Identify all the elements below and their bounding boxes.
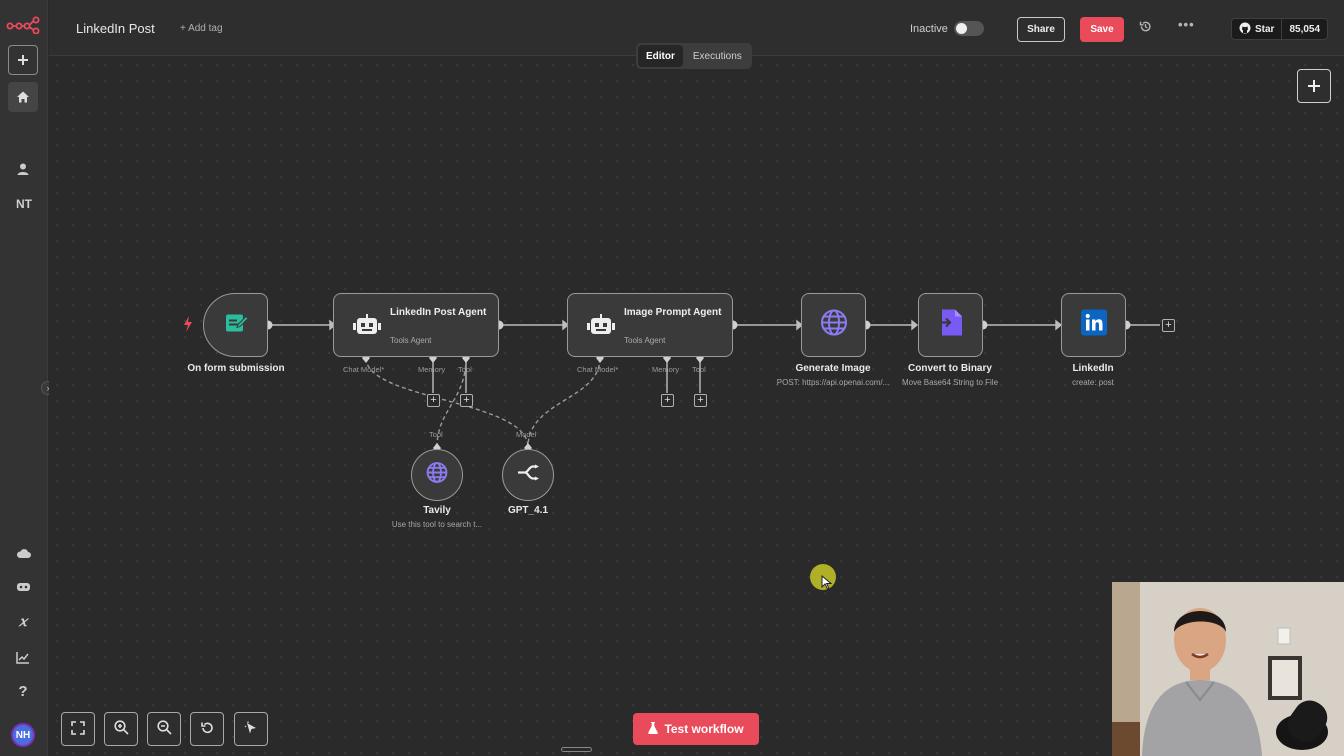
port-label-tool: Tool <box>458 365 472 374</box>
port-label-tool: Tool <box>692 365 706 374</box>
node-label: GPT_4.1 <box>507 505 549 516</box>
node-linkedin-post-agent[interactable]: LinkedIn Post Agent Tools Agent <box>333 293 499 357</box>
tidy-up-icon <box>244 721 258 738</box>
node-label: Tavily <box>423 505 451 516</box>
node-subtitle: Use this tool to search t... <box>391 520 483 529</box>
port-label-model: Model <box>516 430 537 439</box>
avatar[interactable]: NH <box>11 723 35 747</box>
port-label-chat-model: Chat Model* <box>577 365 619 374</box>
node-label: LinkedIn <box>1072 363 1114 374</box>
robot-icon <box>353 314 381 343</box>
port-label-memory: Memory <box>418 365 446 374</box>
port-label-chat-model: Chat Model* <box>343 365 385 374</box>
trigger-bolt-icon <box>183 316 193 337</box>
panel-resize-handle[interactable] <box>561 747 592 752</box>
github-star-count: 85,054 <box>1289 23 1321 35</box>
node-linkedin[interactable] <box>1061 293 1126 357</box>
node-label: Convert to Binary <box>908 363 992 374</box>
more-options-icon[interactable]: ••• <box>1178 17 1195 32</box>
port-label-memory: Memory <box>652 365 680 374</box>
file-convert-icon <box>937 309 964 342</box>
active-status-label: Inactive <box>910 23 948 35</box>
linkedin-icon <box>1080 309 1107 341</box>
node-label: On form submission <box>187 363 285 374</box>
n8n-logo[interactable] <box>6 14 40 35</box>
zoom-in-icon <box>113 720 129 738</box>
github-star-widget[interactable]: Star 85,054 <box>1231 18 1329 40</box>
form-icon <box>224 311 249 340</box>
node-on-form-submission[interactable] <box>203 293 268 357</box>
view-tabs: Editor Executions <box>636 43 752 69</box>
github-star-label: Star <box>1255 23 1275 35</box>
node-label: Generate Image <box>795 363 871 374</box>
node-title: Image Prompt Agent <box>624 307 722 318</box>
share-button[interactable]: Share <box>1017 17 1065 42</box>
tab-executions[interactable]: Executions <box>692 50 742 62</box>
add-node-button[interactable] <box>1297 69 1331 103</box>
home-icon[interactable] <box>8 82 38 112</box>
zoom-in-button[interactable] <box>104 712 138 746</box>
workflow-title[interactable]: LinkedIn Post <box>76 21 155 36</box>
node-subtitle: Tools Agent <box>624 336 666 345</box>
user-icon[interactable] <box>8 154 38 184</box>
node-image-prompt-agent[interactable]: Image Prompt Agent Tools Agent <box>567 293 733 357</box>
node-convert-to-binary[interactable] <box>918 293 983 357</box>
webcam-overlay <box>1112 582 1344 756</box>
openrouter-icon <box>517 464 539 486</box>
globe-icon <box>820 309 848 342</box>
port-label-tool: Tool <box>429 430 443 439</box>
zoom-out-button[interactable] <box>147 712 181 746</box>
insights-icon[interactable] <box>8 642 38 672</box>
test-workflow-button[interactable]: Test workflow <box>633 713 759 745</box>
globe-icon <box>426 462 448 489</box>
node-title: LinkedIn Post Agent <box>390 307 487 318</box>
history-icon[interactable] <box>1139 20 1152 36</box>
robot-icon <box>587 314 615 343</box>
plus-icon[interactable] <box>8 45 38 75</box>
reset-zoom-button[interactable] <box>190 712 224 746</box>
node-generate-image[interactable] <box>801 293 866 357</box>
templates-icon[interactable] <box>8 572 38 602</box>
cloud-icon[interactable] <box>8 538 38 568</box>
flask-icon <box>648 721 659 737</box>
tab-editor[interactable]: Editor <box>638 45 683 67</box>
active-toggle[interactable] <box>954 21 984 36</box>
zoom-out-icon <box>156 720 172 738</box>
add-next-node-button[interactable]: + <box>1162 319 1175 332</box>
sidebar: NT 𝑥 ? NH <box>0 0 48 756</box>
tidy-up-button[interactable] <box>234 712 268 746</box>
webcam-person-image <box>1112 582 1344 756</box>
fit-view-button[interactable] <box>61 712 95 746</box>
add-tag-button[interactable]: + Add tag <box>180 23 223 34</box>
github-icon <box>1239 22 1251 37</box>
add-tool-button[interactable]: + <box>460 394 473 407</box>
test-workflow-label: Test workflow <box>664 722 744 736</box>
add-memory-button[interactable]: + <box>661 394 674 407</box>
add-tool-button[interactable]: + <box>694 394 707 407</box>
node-subtitle: create: post <box>1072 378 1114 387</box>
help-icon[interactable]: ? <box>18 682 28 700</box>
node-subtitle: Move Base64 String to File <box>901 378 999 387</box>
node-subtitle: POST: https://api.openai.com/... <box>776 378 890 387</box>
save-button[interactable]: Save <box>1080 17 1124 42</box>
project-initials[interactable]: NT <box>16 197 32 211</box>
add-memory-button[interactable]: + <box>427 394 440 407</box>
node-subtitle: Tools Agent <box>390 336 432 345</box>
fit-view-icon <box>71 720 85 738</box>
node-tavily[interactable] <box>411 449 463 501</box>
variables-icon[interactable]: 𝑥 <box>19 614 27 630</box>
node-gpt-4-1[interactable] <box>502 449 554 501</box>
undo-icon <box>200 721 214 738</box>
mouse-pointer-icon <box>821 574 833 595</box>
